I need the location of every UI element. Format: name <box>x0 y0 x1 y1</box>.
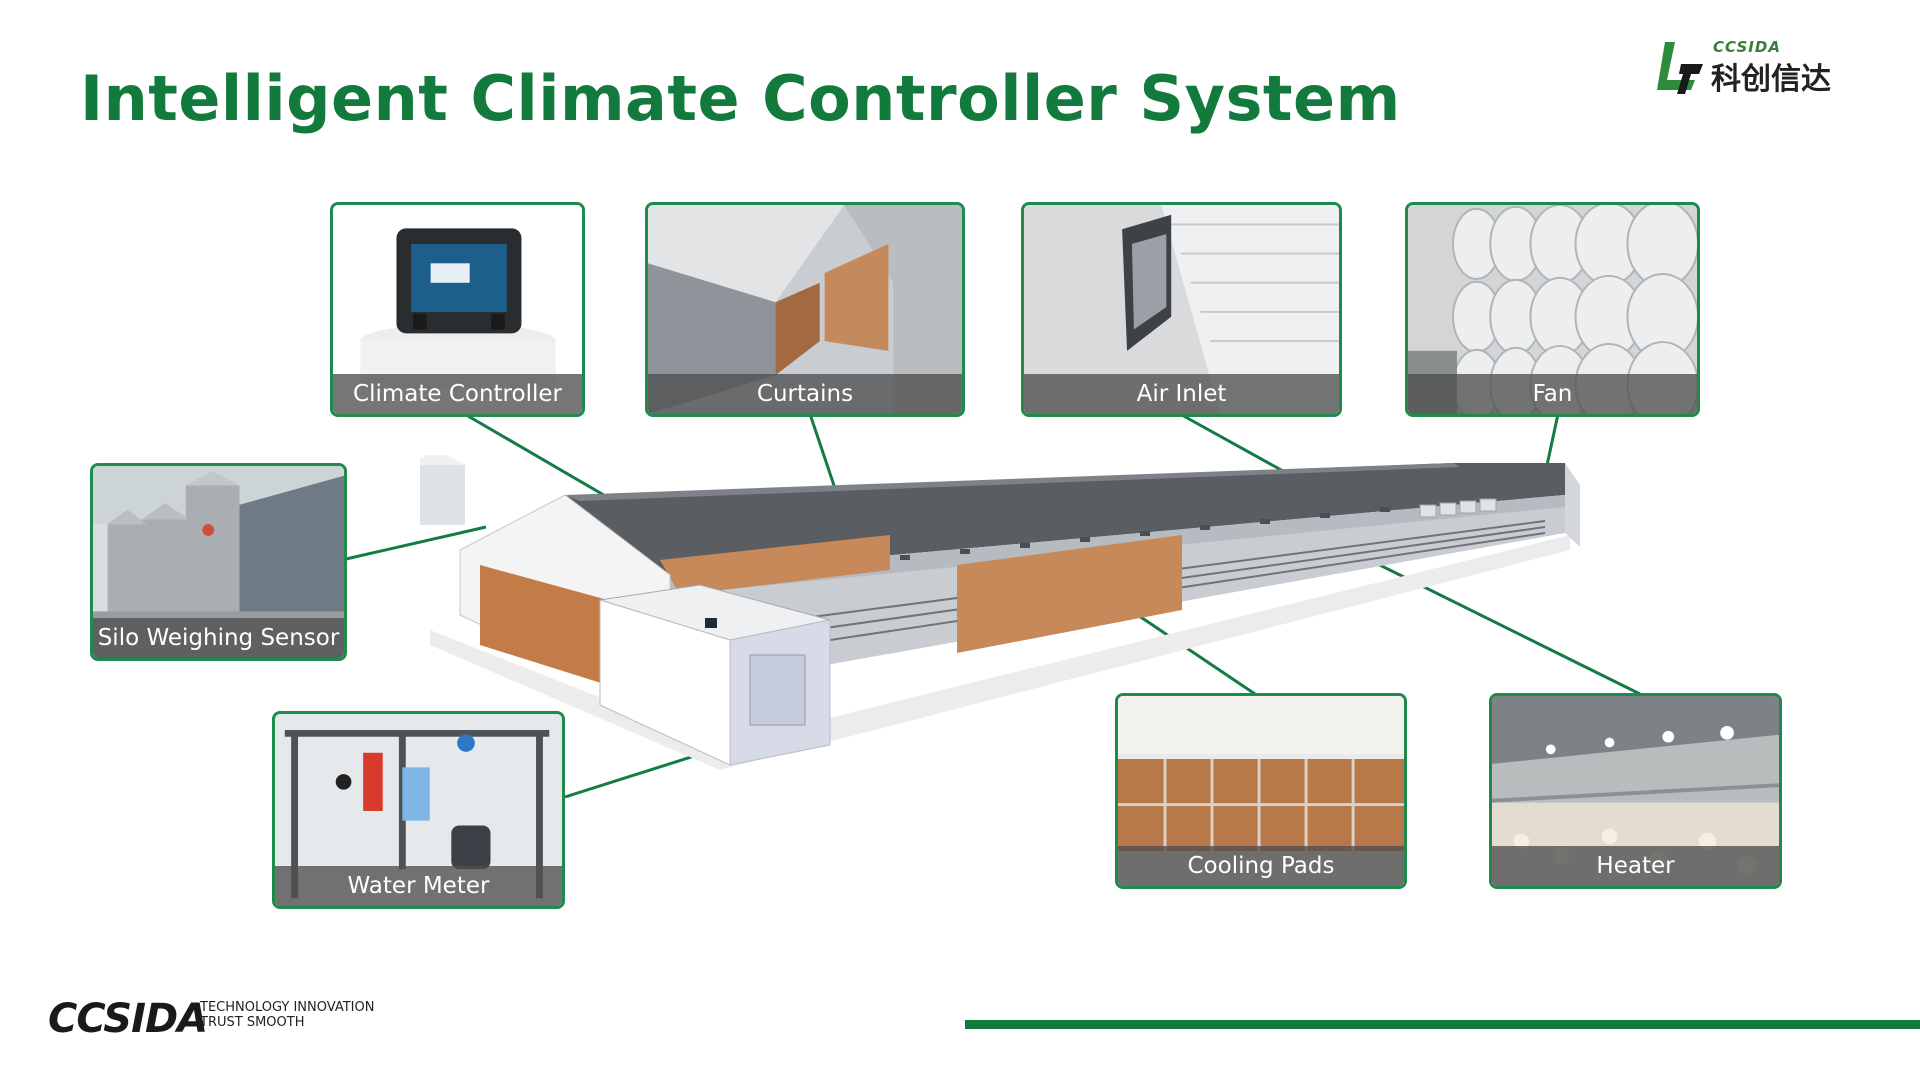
card-caption: Fan <box>1408 374 1697 414</box>
card-caption: Curtains <box>648 374 962 414</box>
card-caption: Water Meter <box>275 866 562 906</box>
poultry-house-illustration <box>420 455 1580 770</box>
company-logo: CCSIDA 科创信达 <box>1655 38 1845 98</box>
card-air-inlet[interactable]: Air Inlet <box>1021 202 1342 417</box>
footer-tagline-line1: TECHNOLOGY INNOVATION <box>200 1000 375 1015</box>
footer-tagline-line2: TRUST SMOOTH <box>200 1015 305 1030</box>
footer-brand: CCSIDA <box>48 996 208 1042</box>
card-caption: Air Inlet <box>1024 374 1339 414</box>
connector-silo <box>345 525 487 561</box>
card-cooling-pads[interactable]: Cooling Pads <box>1115 693 1407 889</box>
footer-accent-bar <box>965 1020 1920 1029</box>
card-heater[interactable]: Heater <box>1489 693 1782 889</box>
card-caption: Cooling Pads <box>1118 846 1404 886</box>
card-silo-weighing-sensor[interactable]: Silo Weighing Sensor <box>90 463 347 661</box>
logo-latin-text: CCSIDA <box>1713 38 1781 56</box>
card-water-meter[interactable]: Water Meter <box>272 711 565 909</box>
logo-mark-icon <box>1657 42 1703 94</box>
card-caption: Heater <box>1492 846 1779 886</box>
card-fan[interactable]: Fan <box>1405 202 1700 417</box>
page-title: Intelligent Climate Controller System <box>80 62 1401 135</box>
logo-chinese-text: 科创信达 <box>1711 62 1831 97</box>
footer-tagline: TECHNOLOGY INNOVATION TRUST SMOOTH <box>200 1000 374 1030</box>
card-curtains[interactable]: Curtains <box>645 202 965 417</box>
card-caption: Climate Controller <box>333 374 582 414</box>
card-caption: Silo Weighing Sensor <box>93 618 344 658</box>
card-climate-controller[interactable]: Climate Controller <box>330 202 585 417</box>
